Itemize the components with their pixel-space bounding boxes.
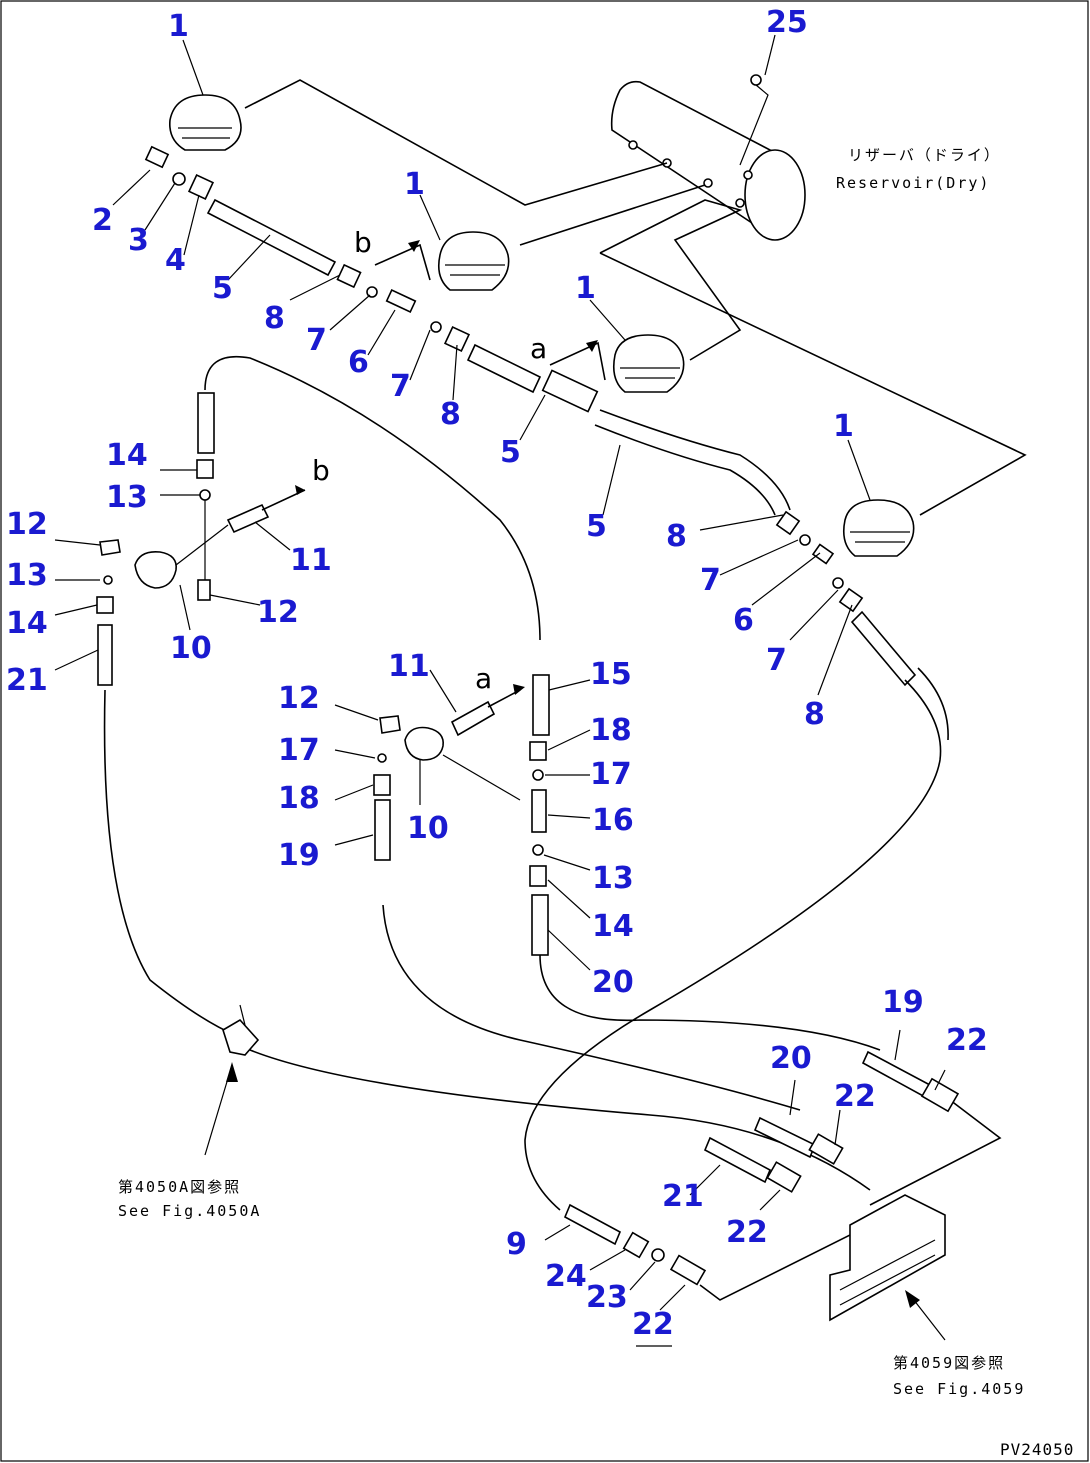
callout-1: 1 <box>168 9 189 44</box>
callout-19: 19 <box>882 985 924 1020</box>
callout-17: 17 <box>278 733 320 768</box>
callout-3: 3 <box>128 223 149 258</box>
callout-12: 12 <box>6 507 48 542</box>
callout-19: 19 <box>278 838 320 873</box>
valve-1-third <box>612 334 685 393</box>
part-callouts: 1 2 3 4 5 8 1 7 6 7 8 1 5 5 1 8 7 6 7 8 … <box>6 5 988 1342</box>
flow-label-b-left: b <box>312 454 330 487</box>
callout-11: 11 <box>388 649 430 684</box>
callout-14: 14 <box>592 909 634 944</box>
callout-4: 4 <box>165 243 186 278</box>
arrowhead-ref-4050 <box>226 1062 238 1082</box>
callout-25: 25 <box>766 5 808 40</box>
callout-2: 2 <box>92 203 113 238</box>
callout-12: 12 <box>257 595 299 630</box>
valve-1-second <box>437 231 510 291</box>
callout-10: 10 <box>407 811 449 846</box>
arrowhead-b-left <box>295 485 305 495</box>
arrow-a-top <box>549 341 606 381</box>
callout-8: 8 <box>264 301 285 336</box>
callout-12: 12 <box>278 681 320 716</box>
callout-7: 7 <box>766 643 787 678</box>
arrowhead-a-top <box>586 340 598 352</box>
lower-fittings <box>222 1004 960 1286</box>
callout-15: 15 <box>590 657 632 692</box>
ref-4050-en: See Fig.4050A <box>118 1202 261 1220</box>
callout-6: 6 <box>733 603 754 638</box>
flow-label-a-top: a <box>530 332 547 365</box>
callout-8: 8 <box>804 697 825 732</box>
callout-7: 7 <box>390 369 411 404</box>
callout-14: 14 <box>106 438 148 473</box>
tee-assembly-middle <box>373 700 549 956</box>
callout-7: 7 <box>700 563 721 598</box>
callout-20: 20 <box>592 965 634 1000</box>
bracket-block <box>829 1194 946 1322</box>
ref-4059-jp: 第4059図参照 <box>893 1354 1005 1372</box>
callout-1: 1 <box>833 409 854 444</box>
callout-24: 24 <box>545 1259 587 1294</box>
callout-5: 5 <box>212 271 233 306</box>
fitting-chain-top <box>144 145 791 516</box>
leader-lines <box>54 34 946 1341</box>
callout-1: 1 <box>575 271 596 306</box>
callout-18: 18 <box>590 713 632 748</box>
fitting-chain-right <box>524 510 949 1211</box>
callout-13: 13 <box>6 558 48 593</box>
callout-10: 10 <box>170 631 212 666</box>
callout-6: 6 <box>348 345 369 380</box>
callout-8: 8 <box>666 519 687 554</box>
callout-9: 9 <box>506 1227 527 1262</box>
arrow-b-top <box>374 243 431 281</box>
reservoir-label-jp: リザーバ（ドライ） <box>848 146 1001 164</box>
callout-14: 14 <box>6 606 48 641</box>
reservoir-label-en: Reservoir(Dry) <box>836 174 990 192</box>
drawing-code: PV24050 <box>1000 1440 1074 1459</box>
callout-18: 18 <box>278 781 320 816</box>
ref-4059-en: See Fig.4059 <box>893 1380 1025 1398</box>
ref-4050-jp: 第4050A図参照 <box>118 1178 241 1196</box>
valve-1-right <box>842 499 915 557</box>
callout-5: 5 <box>500 435 521 470</box>
callout-1: 1 <box>404 167 425 202</box>
flow-label-a-mid: a <box>475 662 492 695</box>
callout-8: 8 <box>440 397 461 432</box>
callout-22: 22 <box>726 1215 768 1250</box>
air-lines <box>244 79 1027 516</box>
callout-16: 16 <box>592 803 634 838</box>
callout-22: 22 <box>632 1307 674 1342</box>
callout-22: 22 <box>834 1079 876 1114</box>
arrowhead-b-top <box>408 240 420 252</box>
callout-23: 23 <box>586 1280 628 1315</box>
tube-loops <box>97 356 1002 1301</box>
callout-21: 21 <box>662 1179 704 1214</box>
flow-label-b-top: b <box>354 226 372 259</box>
callout-13: 13 <box>106 480 148 515</box>
callout-20: 20 <box>770 1041 812 1076</box>
callout-13: 13 <box>592 861 634 896</box>
arrowhead-a-mid <box>513 684 525 695</box>
callout-7: 7 <box>306 323 327 358</box>
callout-22: 22 <box>946 1023 988 1058</box>
valve-1-top-left <box>168 94 242 151</box>
callout-21: 21 <box>6 663 48 698</box>
callout-11: 11 <box>290 543 332 578</box>
callout-17: 17 <box>590 757 632 792</box>
arrowhead-ref-4059 <box>905 1290 920 1308</box>
callout-5: 5 <box>586 509 607 544</box>
